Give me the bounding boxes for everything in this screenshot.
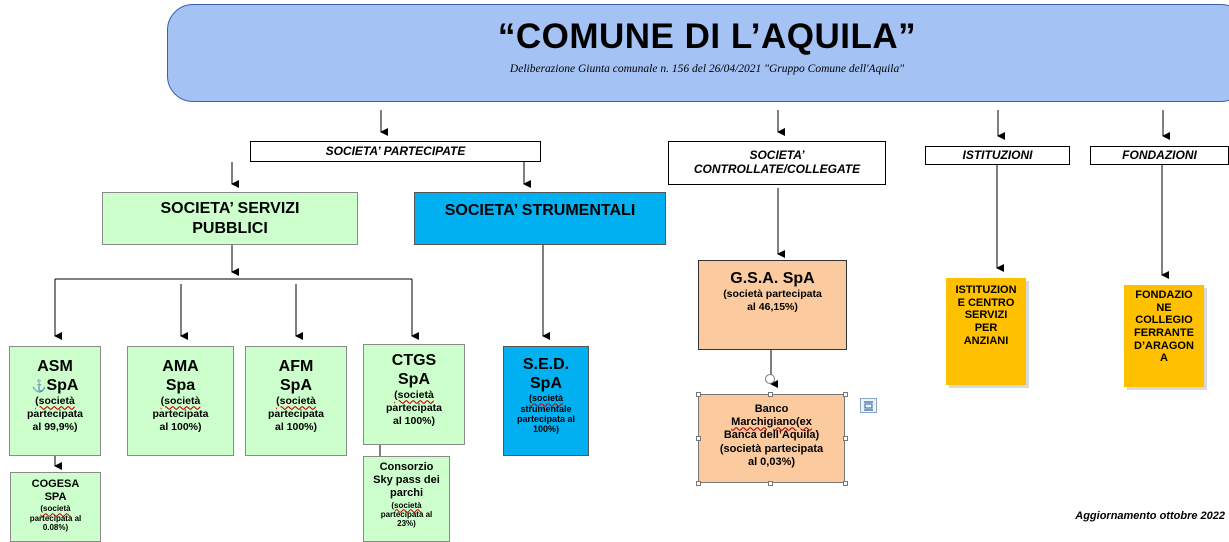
fondazione-collegio: FONDAZIO NE COLLEGIO FERRANTE D’ARAGON A: [1124, 285, 1204, 387]
company-sed-note1: (società: [528, 393, 563, 404]
fondazione-line4: FERRANTE: [1134, 326, 1194, 339]
company-afm: AFM SpA (società partecipata al 100%): [245, 346, 347, 456]
resize-handle[interactable]: [843, 481, 848, 486]
header-banner: “COMUNE DI L’AQUILA” Deliberazione Giunt…: [167, 4, 1229, 102]
company-afm-note2: partecipata: [267, 407, 325, 420]
company-consorzio-name3: parchi: [389, 487, 423, 500]
company-gsa-name: G.S.A. SpA: [730, 270, 815, 287]
resize-handle[interactable]: [768, 481, 773, 486]
company-banco-line4: (società partecipata: [719, 442, 824, 455]
page-title: “COMUNE DI L’AQUILA”: [497, 17, 917, 56]
fondazione-line2: NE: [1156, 301, 1172, 314]
page-subtitle: Deliberazione Giunta comunale n. 156 del…: [509, 63, 905, 75]
company-ama-name2: Spa: [165, 377, 196, 395]
company-ama-note2: partecipata: [152, 407, 209, 420]
company-consorzio-note2: partecipata al: [380, 509, 433, 519]
fondazione-line3: COLLEGIO: [1135, 314, 1193, 327]
company-ctgs-name2: SpA: [398, 371, 430, 389]
company-afm-note1: (società: [276, 395, 316, 408]
fondazione-line6: A: [1160, 352, 1168, 365]
company-gsa: G.S.A. SpA (società partecipata al 46,15…: [698, 260, 847, 350]
resize-handle[interactable]: [696, 392, 701, 397]
company-cogesa-note1: (società: [40, 504, 71, 514]
company-sed: S.E.D. SpA (società strumentale partecip…: [503, 346, 589, 456]
company-sed-name1: S.E.D.: [522, 356, 570, 373]
istituzione-centro-servizi: ISTITUZION E CENTRO SERVIZI PER ANZIANI: [946, 278, 1026, 385]
branch-istituzioni: ISTITUZIONI: [925, 146, 1070, 165]
branch-controllate-line2: CONTROLLATE/COLLEGATE: [693, 162, 861, 176]
company-afm-name2: SpA: [280, 377, 312, 395]
company-consorzio-name1: Consorzio: [379, 461, 434, 473]
company-banco-line1: Banco: [754, 403, 789, 415]
company-ctgs-note1: (società: [394, 389, 434, 402]
company-cogesa: COGESA SPA (società partecipata al 0.08%…: [10, 472, 101, 542]
company-asm-note2: partecipata: [26, 407, 84, 420]
branch-partecipate: SOCIETA’ PARTECIPATE: [250, 141, 541, 162]
layout-options-icon[interactable]: [860, 398, 877, 413]
company-sed-name2: SpA: [530, 375, 562, 393]
company-sed-note2: strumentale: [520, 403, 572, 414]
company-ctgs-note3: al 100%): [392, 414, 436, 427]
company-banco-marchigiano[interactable]: Banco Marchigiano(ex Banca dell’Aquila) …: [698, 394, 845, 483]
resize-handle[interactable]: [696, 436, 701, 441]
company-cogesa-note2: partecipata al: [29, 513, 82, 523]
resize-handle[interactable]: [768, 392, 773, 397]
fondazione-line5: D’ARAGON: [1134, 339, 1194, 352]
category-strumentali: SOCIETA’ STRUMENTALI: [414, 192, 666, 245]
company-asm-name1: ASM: [37, 358, 73, 375]
company-ama-note3: al 100%): [159, 420, 202, 433]
company-gsa-note1: (società partecipata: [723, 288, 822, 301]
resize-handle[interactable]: [843, 436, 848, 441]
company-consorzio-note1: (società: [391, 500, 422, 510]
istituzione-line3: SERVIZI: [964, 309, 1008, 322]
company-consorzio: Consorzio Sky pass dei parchi (società p…: [363, 456, 450, 542]
company-asm-note3: al 99,9%): [32, 420, 78, 433]
update-note: Aggiornamento ottobre 2022: [1075, 510, 1225, 522]
company-ctgs: CTGS SpA (società partecipata al 100%): [363, 344, 465, 445]
company-ama: AMA Spa (società partecipata al 100%): [127, 346, 234, 456]
branch-controllate-line1: SOCIETA’: [749, 148, 805, 163]
resize-handle[interactable]: [843, 392, 848, 397]
fondazione-line1: FONDAZIO: [1135, 289, 1193, 301]
category-servizi-line2: PUBBLICI: [192, 219, 268, 237]
branch-fondazioni: FONDAZIONI: [1090, 146, 1229, 165]
istituzione-line1: ISTITUZION: [955, 284, 1017, 296]
company-banco-line2: Marchigiano(ex: [731, 416, 812, 429]
company-cogesa-name1: COGESA: [31, 478, 80, 490]
company-cogesa-name2: SPA: [44, 491, 67, 504]
company-banco-line3: Banca dell’Aquila): [723, 429, 820, 442]
rotate-handle-icon[interactable]: [765, 374, 775, 384]
company-sed-note3: partecipata al: [516, 414, 576, 425]
company-ctgs-name1: CTGS: [391, 352, 437, 369]
resize-handle[interactable]: [696, 481, 701, 486]
anchor-icon: ⚓: [31, 379, 47, 394]
category-servizi-pubblici: SOCIETA’ SERVIZI PUBBLICI: [102, 192, 358, 245]
company-afm-note3: al 100%): [274, 420, 318, 433]
category-servizi-line1: SOCIETA’ SERVIZI: [160, 200, 300, 218]
company-consorzio-name2: Sky pass dei: [373, 474, 440, 487]
company-asm-note1: (società: [35, 395, 75, 408]
company-ama-note1: (società: [160, 395, 201, 408]
istituzione-line2: E CENTRO: [957, 296, 1015, 309]
company-ctgs-note2: partecipata: [385, 401, 443, 414]
company-consorzio-note3: 23%): [397, 518, 416, 528]
istituzione-line5: ANZIANI: [963, 334, 1009, 347]
company-asm-name2: ⚓SpA: [31, 377, 79, 395]
company-ama-name1: AMA: [162, 358, 199, 375]
company-banco-line5: al 0,03%): [747, 455, 796, 468]
company-asm: ASM ⚓SpA (società partecipata al 99,9%): [9, 346, 101, 456]
company-sed-note4: 100%): [532, 424, 559, 435]
company-cogesa-note3: 0.08%): [42, 522, 69, 532]
branch-controllate: SOCIETA’ CONTROLLATE/COLLEGATE: [668, 141, 886, 185]
istituzione-line4: PER: [974, 321, 998, 334]
company-afm-name1: AFM: [278, 358, 314, 375]
company-gsa-note2: al 46,15%): [747, 300, 798, 313]
